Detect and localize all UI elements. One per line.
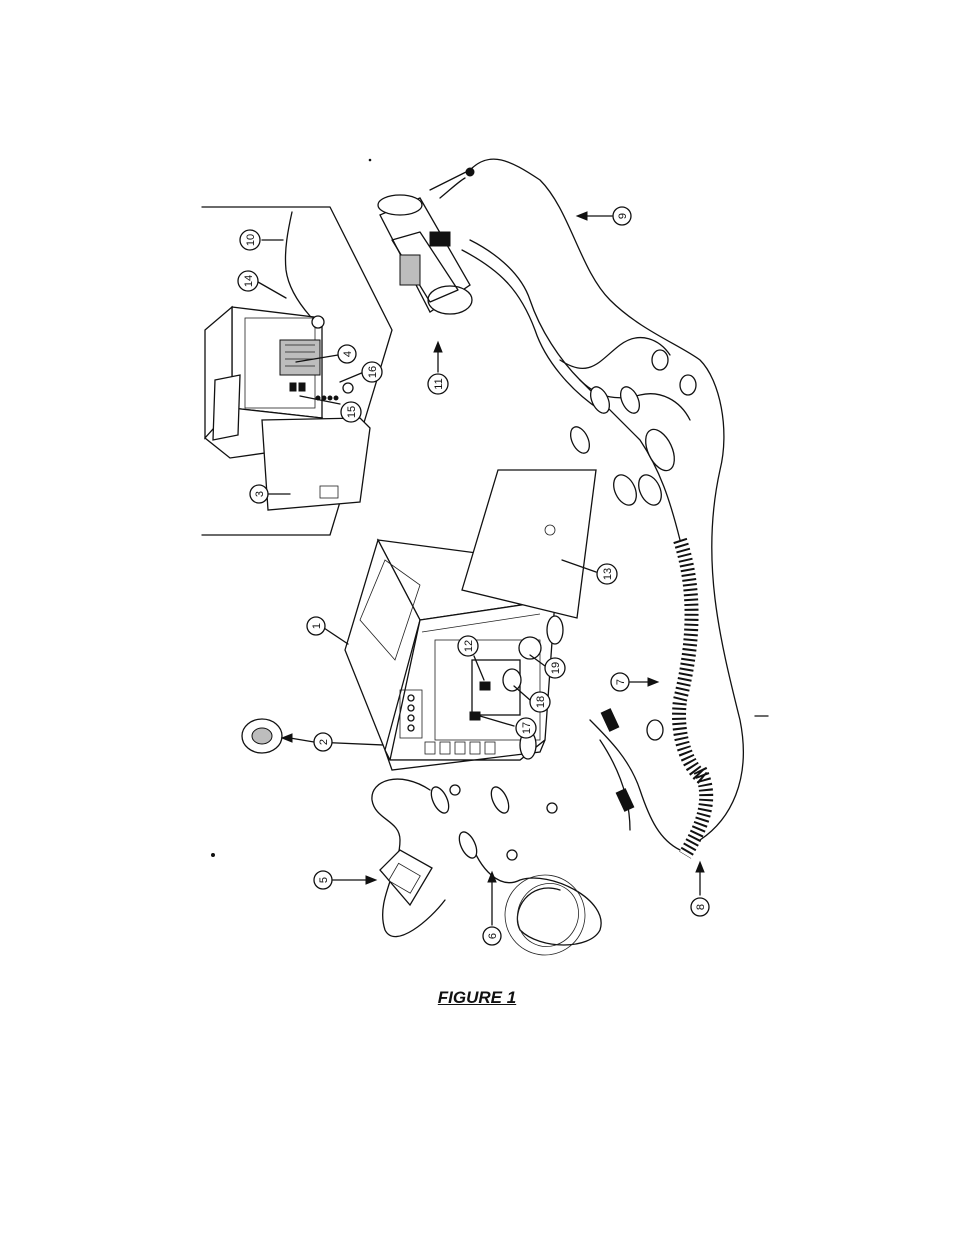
wire-feeder-spool (378, 195, 472, 314)
callout-8: 8 (691, 898, 709, 916)
svg-text:17: 17 (521, 722, 533, 734)
callout-19: 19 (545, 658, 565, 678)
svg-text:19: 19 (550, 662, 562, 674)
callout-13: 13 (597, 564, 617, 584)
welder-power-source (242, 470, 596, 770)
svg-text:13: 13 (602, 568, 614, 580)
svg-text:11: 11 (433, 378, 445, 389)
svg-text:5: 5 (318, 877, 330, 883)
callout-16: 16 (362, 362, 382, 382)
callout-10: 10 (240, 230, 260, 250)
callout-2: 2 (314, 733, 332, 751)
callout-15: 15 (341, 402, 361, 422)
svg-text:6: 6 (487, 933, 499, 939)
callout-17: 17 (516, 718, 536, 738)
svg-text:15: 15 (346, 406, 358, 418)
callout-9: 9 (613, 207, 631, 225)
callout-18: 18 (530, 692, 550, 712)
callout-11: 11 (428, 374, 448, 394)
svg-text:1: 1 (311, 623, 323, 629)
callout-4: 4 (338, 345, 356, 363)
svg-text:4: 4 (342, 351, 354, 357)
svg-text:12: 12 (463, 640, 475, 652)
callout-5: 5 (314, 871, 332, 889)
svg-text:10: 10 (245, 234, 257, 246)
svg-text:3: 3 (254, 491, 266, 497)
callout-14: 14 (238, 271, 258, 291)
svg-text:18: 18 (535, 696, 547, 708)
svg-text:9: 9 (617, 213, 629, 219)
svg-text:8: 8 (695, 904, 707, 910)
callout-3: 3 (250, 485, 268, 503)
svg-text:16: 16 (367, 366, 379, 378)
callout-6: 6 (483, 927, 501, 945)
svg-text:14: 14 (243, 275, 255, 287)
callout-7: 7 (611, 673, 629, 691)
svg-text:7: 7 (615, 679, 627, 685)
callout-12: 12 (458, 636, 478, 656)
callout-1: 1 (307, 617, 325, 635)
svg-text:2: 2 (318, 739, 330, 745)
figure-caption: FIGURE 1 (0, 988, 954, 1008)
